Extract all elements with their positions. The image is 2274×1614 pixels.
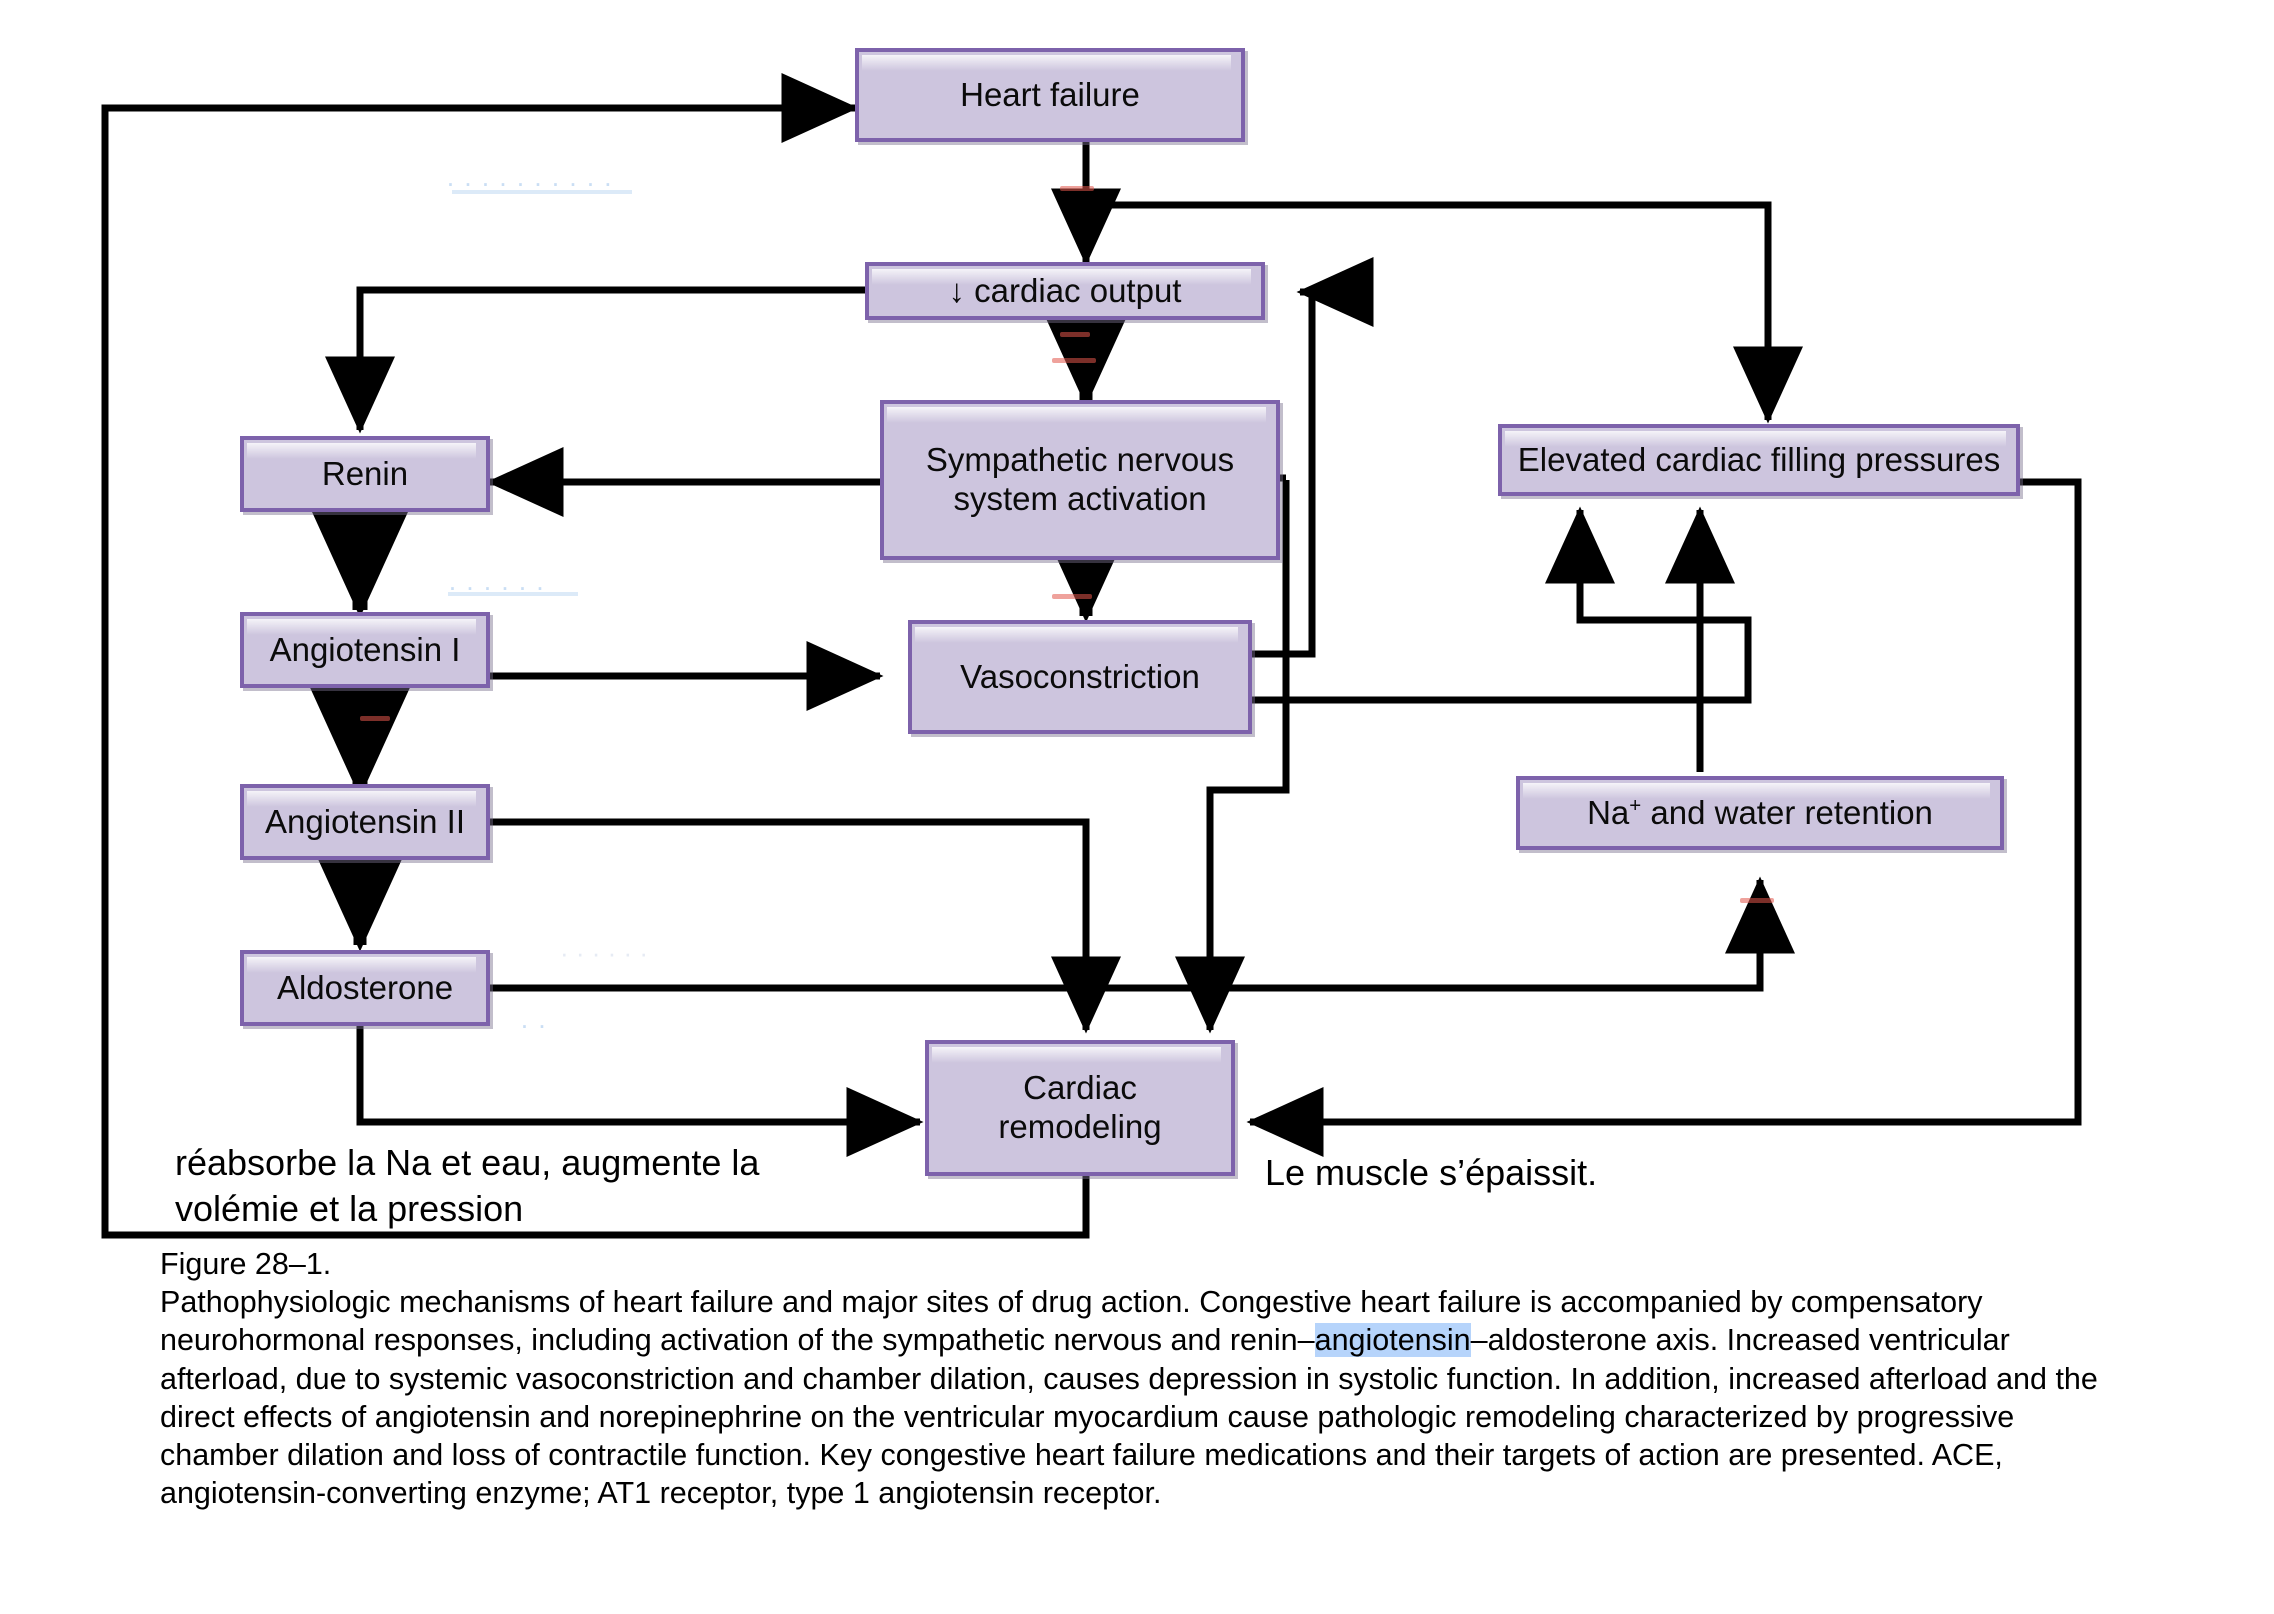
- caption-highlight: angiotensin: [1314, 1323, 1471, 1358]
- na-prefix: Na: [1587, 793, 1630, 831]
- node-aldosterone[interactable]: Aldosterone: [240, 950, 490, 1026]
- node-renin-label: Renin: [321, 454, 409, 492]
- node-angiotensin-i[interactable]: Angiotensin I: [240, 612, 490, 688]
- caption-text: Pathophysiologic mechanisms of heart fai…: [160, 1285, 1983, 1358]
- annotation-left-line2: volémie et la pression: [175, 1188, 524, 1230]
- node-sympathetic-line1: Sympathetic nervous: [925, 441, 1235, 479]
- node-cardiac-output[interactable]: ↓ cardiac output: [865, 262, 1265, 320]
- down-arrow-icon: ↓: [948, 271, 966, 309]
- node-angiotensin-ii-label: Angiotensin II: [265, 802, 465, 840]
- node-vasoconstriction-label: Vasoconstriction: [960, 657, 1200, 695]
- annotation-right-note: Le muscle s’épaissit.: [1265, 1152, 1598, 1193]
- node-remodeling-line1: Cardiac: [1023, 1069, 1137, 1107]
- node-elevated-cardiac-filling-pressures[interactable]: Elevated cardiac filling pressures: [1498, 424, 2020, 496]
- node-elevated-filling-label: Elevated cardiac filling pressures: [1517, 440, 2001, 478]
- figure-number: Figure 28–1.: [160, 1247, 332, 1281]
- node-renin[interactable]: Renin: [240, 436, 490, 512]
- node-remodeling-line2: remodeling: [998, 1108, 1162, 1145]
- figure-caption: Figure 28–1. Pathophysiologic mechanisms…: [160, 1245, 2120, 1512]
- node-angiotensin-i-label: Angiotensin I: [269, 630, 461, 668]
- node-na-water-label: Na+ and water retention: [1579, 794, 1941, 833]
- na-suffix: and water retention: [1641, 793, 1933, 831]
- node-vasoconstriction[interactable]: Vasoconstriction: [908, 620, 1252, 734]
- annotation-left-note: réabsorbe la Na et eau, augmente la volé…: [175, 1140, 875, 1232]
- node-cardiac-output-label: ↓ cardiac output: [941, 272, 1190, 311]
- annotation-left-line1: réabsorbe la Na et eau, augmente la: [175, 1142, 760, 1183]
- node-cardiac-output-text: cardiac output: [974, 271, 1182, 309]
- node-heart-failure[interactable]: Heart failure: [855, 48, 1245, 142]
- node-sympathetic-nervous-system[interactable]: Sympathetic nervous system activation: [880, 400, 1280, 560]
- node-heart-failure-label: Heart failure: [960, 75, 1140, 113]
- node-cardiac-remodeling[interactable]: Cardiac remodeling: [925, 1040, 1235, 1176]
- node-sympathetic-line2: system activation: [953, 480, 1207, 517]
- node-sympathetic-label: Sympathetic nervous system activation: [918, 441, 1242, 519]
- node-cardiac-remodeling-label: Cardiac remodeling: [990, 1069, 1169, 1147]
- pathophysiology-flow-diagram: · · · · · · · · · · · · · · · · · · · · …: [101, 48, 2082, 1239]
- node-aldosterone-label: Aldosterone: [276, 968, 454, 1006]
- caption-text: –aldosterone axis. Increased ventricular…: [160, 1323, 2098, 1511]
- figure-caption-body: Pathophysiologic mechanisms of heart fai…: [160, 1285, 2098, 1510]
- node-angiotensin-ii[interactable]: Angiotensin II: [240, 784, 490, 860]
- connector-layer: [101, 73, 2082, 1239]
- node-na-water-retention[interactable]: Na+ and water retention: [1516, 776, 2004, 850]
- na-superscript: +: [1629, 793, 1642, 817]
